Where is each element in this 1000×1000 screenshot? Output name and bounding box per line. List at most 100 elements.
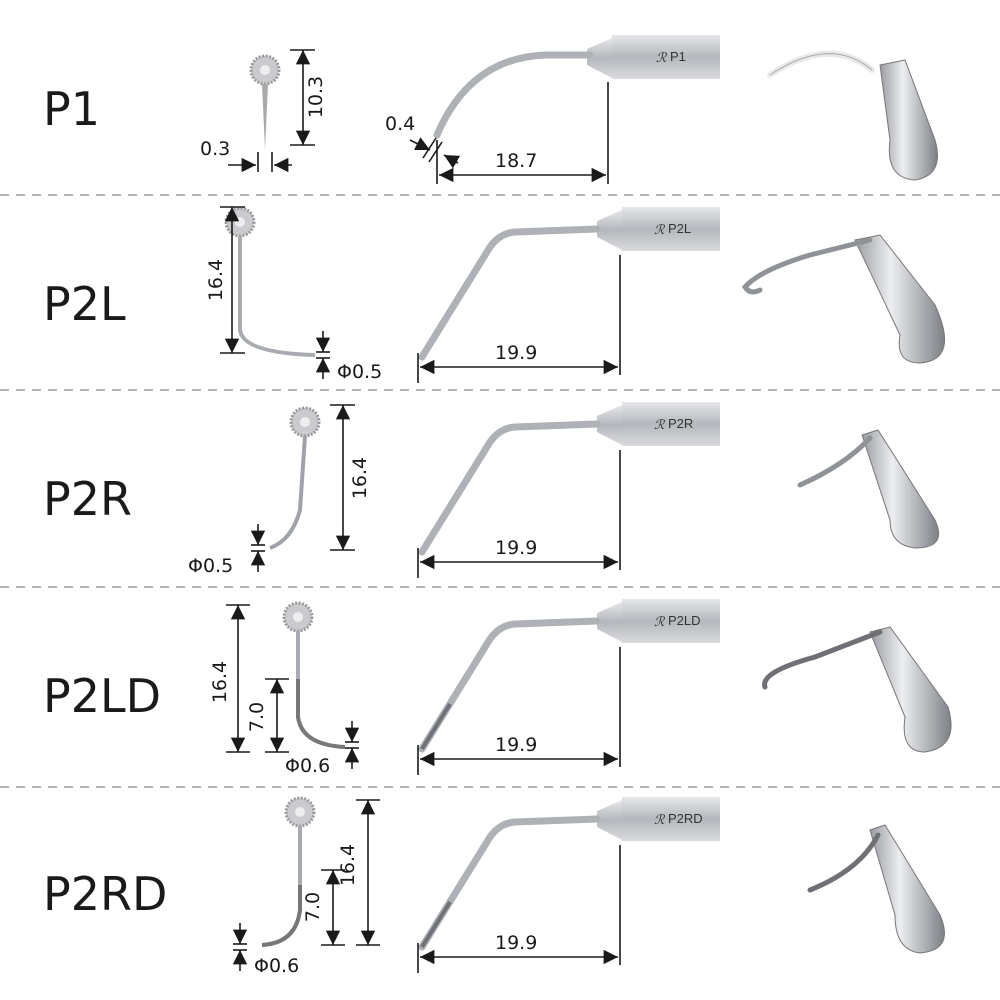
brand-logo-icon: ℛ xyxy=(654,222,666,237)
product-photo xyxy=(767,50,938,181)
taper xyxy=(587,38,612,78)
length-dimension-label: 16.4 xyxy=(349,457,371,499)
diamond-coating xyxy=(420,702,452,751)
tip-shank xyxy=(418,420,601,556)
side-view: 16.4 7.0Φ0.6 xyxy=(232,796,380,977)
handpiece-body xyxy=(622,207,720,251)
brand-logo-icon: ℛ xyxy=(654,614,666,629)
diameter-label: Φ0.5 xyxy=(188,555,233,577)
length-dimension-label: 10.3 xyxy=(305,76,327,118)
handpiece-body xyxy=(622,599,720,643)
handpiece-tip-body xyxy=(869,626,952,753)
tip-working-end xyxy=(762,629,883,690)
tip-dimension-label: 0.4 xyxy=(385,113,415,135)
model-label: P1 xyxy=(43,82,100,136)
thread-bore xyxy=(260,65,270,75)
taper xyxy=(597,210,622,250)
bent-tip xyxy=(269,435,307,550)
marking-label: P2LD xyxy=(668,613,701,628)
handpiece-tip-body xyxy=(869,824,945,954)
tip-dimension-lower xyxy=(443,154,461,169)
model-label: P2R xyxy=(43,472,132,526)
handpiece-body xyxy=(622,797,720,841)
marking-label: P2R xyxy=(668,416,693,431)
brand-logo-icon: ℛ xyxy=(656,50,668,65)
brand-logo-icon: ℛ xyxy=(654,812,666,827)
diameter-label: Φ0.6 xyxy=(285,755,330,777)
front-view: P1ℛ 0.4 18.7 xyxy=(385,35,720,184)
product-photo xyxy=(762,626,952,753)
handpiece-body xyxy=(612,35,720,79)
length-dimension-label: 16.4 xyxy=(337,844,359,886)
marking-label: P2L xyxy=(668,221,691,236)
thread-bore xyxy=(295,807,305,817)
extension-line xyxy=(428,141,443,163)
length-dimension-label: 16.4 xyxy=(209,661,231,703)
tip-shank xyxy=(433,51,594,139)
length-dimension-label: 19.9 xyxy=(495,537,537,559)
length-dimension-label: 19.9 xyxy=(495,342,537,364)
thread-bore xyxy=(293,612,303,622)
thread-bore xyxy=(235,217,245,227)
handpiece-tip-body xyxy=(879,59,938,181)
width-dimension-label: 0.3 xyxy=(200,138,230,160)
handpiece-body xyxy=(622,402,720,446)
side-view: 16.4Φ0.5 xyxy=(205,206,382,383)
side-view: 10.3 0.3 xyxy=(200,49,327,173)
tip-working-end xyxy=(807,832,881,893)
engraved-marking: P1ℛ xyxy=(656,49,686,65)
tip-dimension xyxy=(409,137,431,151)
product-photo xyxy=(797,429,940,549)
tip-working-end xyxy=(767,50,875,78)
coating-dimension-label: 7.0 xyxy=(246,702,268,732)
length-dimension-label: 19.9 xyxy=(495,932,537,954)
marking-label: P2RD xyxy=(668,811,703,826)
needle-tip xyxy=(262,84,268,150)
thread-bore xyxy=(300,417,310,427)
length-dimension-label: 19.9 xyxy=(495,734,537,756)
handpiece-tip-body xyxy=(861,429,940,549)
diamond-coating xyxy=(261,885,302,947)
extension-line xyxy=(422,137,437,159)
product-photo xyxy=(741,234,946,364)
tip-working-end xyxy=(741,237,873,295)
tip-shank xyxy=(418,815,601,951)
length-dimension-label: 18.7 xyxy=(495,150,537,172)
taper xyxy=(597,602,622,642)
tip-outline xyxy=(769,53,873,76)
product-photo xyxy=(807,824,945,954)
diameter-label: Φ0.5 xyxy=(337,361,382,383)
side-view: 16.4Φ0.5 xyxy=(188,404,371,577)
side-view: 16.4 7.0Φ0.6 xyxy=(209,601,360,777)
marking-label: P1 xyxy=(670,49,686,64)
diamond-coating xyxy=(296,679,346,749)
tip-shank xyxy=(418,617,601,753)
coating-dimension-label: 7.0 xyxy=(302,892,324,922)
brand-logo-icon: ℛ xyxy=(654,417,666,432)
diamond-coating xyxy=(420,900,452,949)
handpiece-tip-body xyxy=(854,234,946,364)
bent-tip xyxy=(238,236,316,357)
model-label: P2L xyxy=(43,277,126,331)
taper xyxy=(597,800,622,840)
model-label: P2RD xyxy=(43,867,167,921)
tip-working-end xyxy=(797,435,873,488)
taper xyxy=(597,405,622,445)
length-dimension-label: 16.4 xyxy=(205,259,227,301)
tip-shank xyxy=(418,225,601,361)
diameter-label: Φ0.6 xyxy=(254,955,299,977)
model-label: P2LD xyxy=(43,669,161,723)
